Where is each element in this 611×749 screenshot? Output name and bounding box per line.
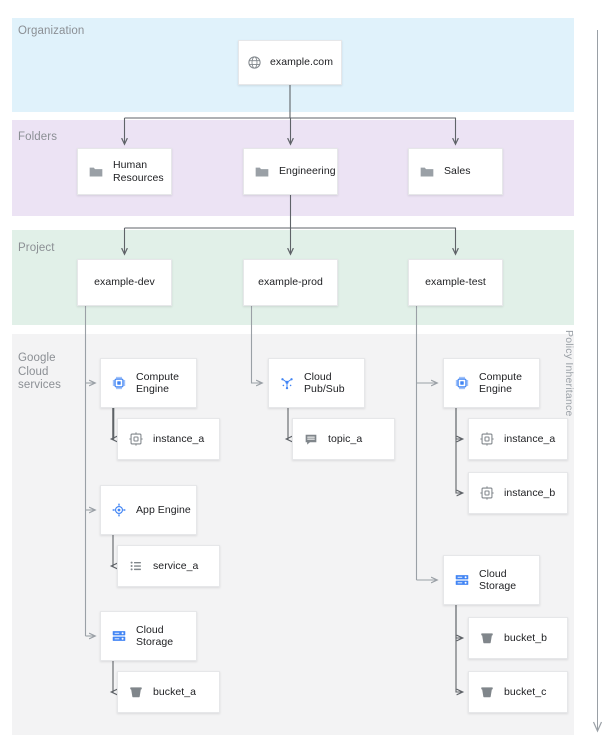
node-service-compute-engine-0-label: Compute Engine [136, 370, 179, 396]
node-project-example-dev-label: example-dev [94, 276, 155, 289]
globe-icon [247, 55, 262, 70]
cloud-storage-icon [454, 572, 470, 588]
node-service-topic-a-7-label: topic_a [328, 432, 363, 445]
node-service-instance-a-1-label: instance_a [153, 432, 205, 445]
node-service-cloud-storage-4[interactable]: Cloud Storage [100, 611, 197, 661]
compute-engine-icon [454, 375, 470, 391]
app-engine-icon [111, 502, 127, 518]
node-folder-engineering-label: Engineering [279, 165, 336, 178]
vm-instance-icon [128, 431, 144, 447]
node-service-instance-b-10-label: instance_b [504, 486, 556, 499]
node-folder-sales-label: Sales [444, 165, 471, 178]
topic-icon [303, 431, 319, 447]
node-service-bucket-c-13-label: bucket_c [504, 685, 547, 698]
node-service-cloud-pub-sub-6[interactable]: Cloud Pub/Sub [268, 358, 365, 408]
policy-inheritance-label: Policy Inheritance [563, 330, 575, 417]
node-project-example-dev[interactable]: example-dev [77, 259, 172, 306]
node-folder-engineering[interactable]: Engineering [243, 148, 338, 195]
node-service-cloud-storage-4-label: Cloud Storage [136, 623, 174, 649]
node-service-bucket-b-12[interactable]: bucket_b [468, 617, 568, 659]
bucket-icon [479, 630, 495, 646]
node-service-instance-a-9[interactable]: instance_a [468, 418, 568, 460]
vm-instance-icon [479, 431, 495, 447]
cloud-storage-icon [111, 628, 127, 644]
node-service-instance-a-1[interactable]: instance_a [117, 418, 220, 460]
node-folder-human-resources[interactable]: Human Resources [77, 148, 172, 195]
node-folder-human-resources-label: Human Resources [113, 159, 164, 184]
node-project-example-test[interactable]: example-test [408, 259, 503, 306]
node-service-app-engine-2[interactable]: App Engine [100, 485, 197, 535]
vm-instance-icon [479, 485, 495, 501]
band-label-organization: Organization [18, 25, 85, 37]
node-project-example-prod-label: example-prod [258, 276, 323, 289]
node-service-cloud-pub-sub-6-label: Cloud Pub/Sub [304, 370, 345, 396]
band-label-project: Project [18, 242, 55, 254]
node-service-compute-engine-8[interactable]: Compute Engine [443, 358, 540, 408]
bucket-icon [479, 684, 495, 700]
node-project-example-test-label: example-test [425, 276, 486, 289]
compute-engine-icon [111, 375, 127, 391]
node-service-app-engine-2-label: App Engine [136, 503, 191, 516]
node-service-topic-a-7[interactable]: topic_a [292, 418, 395, 460]
node-project-example-prod[interactable]: example-prod [243, 259, 338, 306]
band-label-folders: Folders [18, 131, 58, 143]
node-service-compute-engine-8-label: Compute Engine [479, 370, 522, 396]
folder-icon [88, 164, 104, 180]
list-icon [128, 558, 144, 574]
bucket-icon [128, 684, 144, 700]
folder-icon [254, 164, 270, 180]
node-service-instance-b-10[interactable]: instance_b [468, 472, 568, 514]
node-service-compute-engine-0[interactable]: Compute Engine [100, 358, 197, 408]
folder-icon [419, 164, 435, 180]
node-service-cloud-storage-11[interactable]: Cloud Storage [443, 555, 540, 605]
node-organization-label: example.com [270, 56, 333, 69]
node-service-bucket-a-5-label: bucket_a [153, 685, 197, 698]
node-folder-sales[interactable]: Sales [408, 148, 503, 195]
node-organization[interactable]: example.com [238, 40, 342, 85]
node-service-cloud-storage-11-label: Cloud Storage [479, 567, 517, 593]
node-service-service-a-3[interactable]: service_a [117, 545, 220, 587]
pubsub-icon [279, 375, 295, 391]
node-service-service-a-3-label: service_a [153, 559, 199, 572]
policy-inheritance-axis [597, 30, 598, 730]
node-service-bucket-a-5[interactable]: bucket_a [117, 671, 220, 713]
node-service-instance-a-9-label: instance_a [504, 432, 556, 445]
node-service-bucket-b-12-label: bucket_b [504, 631, 548, 644]
band-label-services: Google Cloud services [18, 352, 61, 391]
node-service-bucket-c-13[interactable]: bucket_c [468, 671, 568, 713]
